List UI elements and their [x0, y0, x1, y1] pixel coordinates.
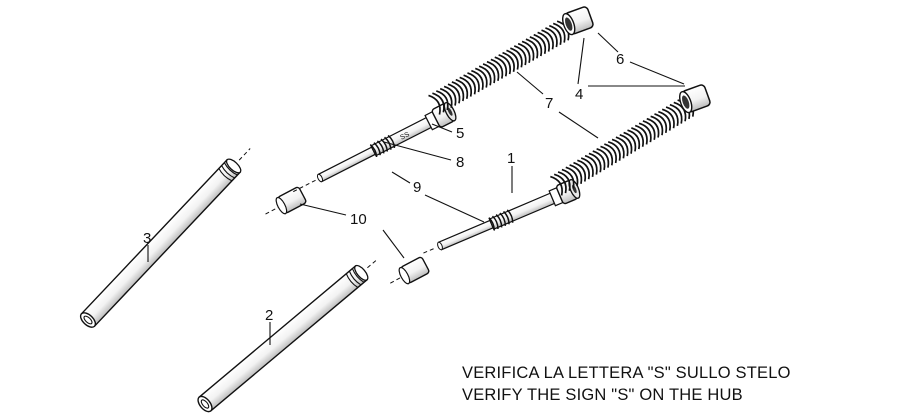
callout-10: 10: [350, 211, 367, 228]
spring-coil: [634, 124, 648, 145]
callout-2: 2: [265, 307, 273, 324]
spring-coil: [459, 76, 473, 97]
spring-coil: [490, 58, 504, 79]
spring-coil: [550, 175, 563, 196]
spring-coil: [553, 173, 567, 194]
spring-coil: [565, 166, 579, 187]
callout-labels: 1 2 3 4 5 6 7 8 9 10: [143, 51, 624, 324]
svg-text:SS: SS: [399, 131, 411, 142]
spring-coil: [494, 56, 508, 77]
spring-coil: [471, 69, 484, 90]
spring-coil: [638, 122, 652, 143]
spring-coil: [596, 147, 610, 168]
spring-coil: [455, 78, 469, 99]
spring-coil: [436, 90, 449, 111]
spring-coil: [665, 106, 679, 127]
spring-coil: [584, 154, 598, 175]
spring-coil: [646, 117, 660, 138]
callout-9: 9: [413, 179, 421, 196]
spring-coil: [506, 49, 519, 70]
callout-7: 7: [545, 95, 553, 112]
spring-coil: [623, 131, 637, 152]
spring-coil: [552, 22, 566, 43]
spring-coil: [569, 164, 583, 185]
spring-coil: [521, 40, 535, 61]
spring-coil: [661, 108, 675, 129]
spring-coil: [541, 29, 554, 50]
spring-coil: [498, 54, 511, 75]
main-spring-7-upper: [428, 20, 570, 115]
callout-6: 6: [616, 51, 624, 68]
spring-coil: [557, 171, 571, 191]
damper-rod-upper: SS: [293, 101, 457, 193]
spring-coil: [486, 60, 500, 81]
spring-coil: [502, 51, 515, 72]
spring-coil: [525, 38, 539, 59]
spring-coil: [513, 45, 527, 66]
spring-coil: [432, 92, 445, 113]
cap-6-upper: [562, 6, 594, 36]
callout-1: 1: [507, 150, 515, 167]
damper-rod-1: [423, 178, 581, 254]
spring-coil: [533, 33, 547, 54]
callout-3: 3: [143, 230, 151, 247]
spring-coil: [474, 67, 488, 88]
leader-lines: [147, 32, 685, 345]
spring-coil: [650, 115, 664, 136]
spring-coil: [631, 127, 644, 147]
spring-9: [488, 209, 514, 231]
spring-coil: [658, 110, 671, 131]
spring-coil: [549, 24, 562, 45]
spring-coil: [463, 74, 476, 95]
spring-coil: [573, 161, 587, 182]
spring-coil: [611, 138, 625, 159]
spring-coil: [537, 31, 550, 52]
spring-coil: [654, 113, 668, 134]
spring-coil: [592, 150, 606, 171]
fork-tube-3: [79, 148, 251, 328]
spring-coil: [478, 65, 492, 86]
spring-coil: [510, 47, 523, 68]
spring-coil: [482, 63, 496, 84]
spring-coil: [607, 140, 621, 161]
spring-coil: [467, 72, 480, 93]
spring-coil: [545, 27, 558, 48]
note-italian: VERIFICA LA LETTERA "S" SULLO STELO: [462, 364, 791, 382]
spring-coil: [669, 103, 683, 124]
callout-4: 4: [575, 86, 583, 103]
spring-coil: [580, 157, 594, 178]
spring-coil: [577, 159, 590, 180]
spring-coil: [588, 152, 602, 173]
spring-coil: [627, 129, 641, 150]
spring-coil: [439, 87, 453, 108]
callout-5: 5: [456, 125, 464, 142]
spring-coil: [451, 81, 465, 102]
spring-coil: [604, 143, 617, 164]
spring-coil: [600, 145, 614, 166]
spring-coil: [428, 94, 441, 115]
spring-coil: [619, 134, 633, 154]
spring-coil: [517, 42, 531, 63]
cap-6-lower: [679, 84, 711, 114]
spring-coil: [443, 85, 457, 106]
spring-coil: [561, 168, 575, 189]
bushing-10-upper: [265, 186, 307, 215]
spring-coil: [529, 36, 543, 57]
spring-coil: [615, 136, 629, 157]
note-english: VERIFY THE SIGN "S" ON THE HUB: [462, 386, 743, 404]
spring-coil: [447, 83, 461, 104]
bushing-10-lower: [390, 256, 430, 285]
callout-8: 8: [456, 154, 464, 171]
spring-coil: [642, 120, 656, 140]
fork-tube-2: [197, 258, 379, 413]
